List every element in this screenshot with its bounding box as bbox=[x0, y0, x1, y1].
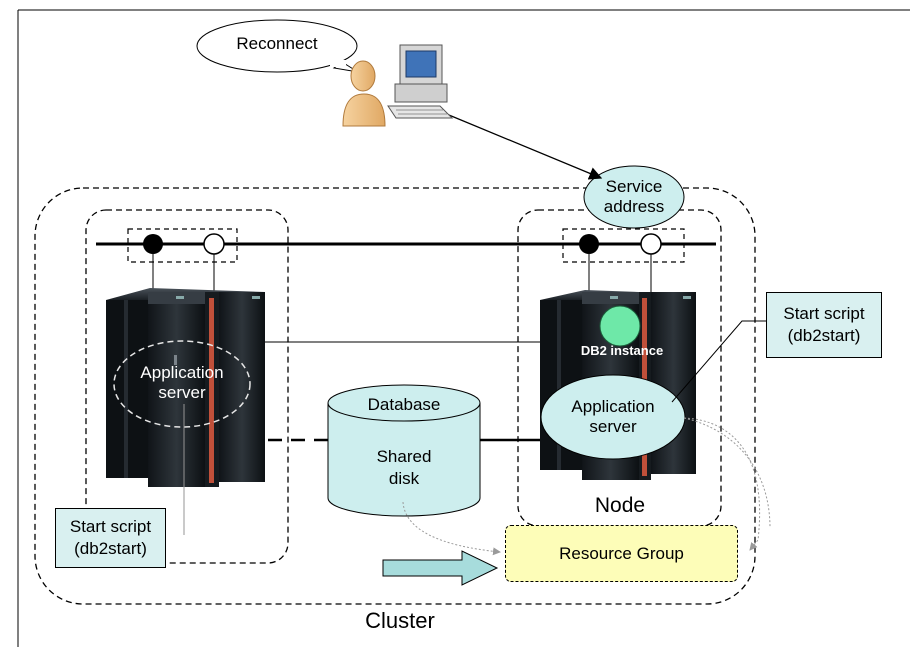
db2-instance-label: DB2 instance bbox=[580, 343, 664, 358]
app-to-rg-arrow-2 bbox=[683, 417, 771, 529]
service-address-line2: address bbox=[603, 196, 665, 216]
right-standby-adapter bbox=[640, 233, 662, 255]
disk-to-rg-arrow bbox=[402, 501, 501, 556]
shared-disk-label: Shared disk bbox=[334, 446, 474, 490]
right-app-server-ellipse bbox=[540, 374, 686, 460]
resource-group-label: Resource Group bbox=[559, 543, 684, 563]
user-icon bbox=[342, 60, 386, 127]
left-app-server-line2: server bbox=[158, 382, 206, 402]
right-start-script-line2: (db2start) bbox=[787, 326, 861, 345]
right-primary-adapter bbox=[579, 234, 599, 254]
shared-disk-cylinder bbox=[327, 384, 481, 517]
right-app-server-line1: Application bbox=[571, 397, 655, 416]
reconnect-label: Reconnect bbox=[236, 34, 318, 53]
client-connection-arrow bbox=[431, 107, 603, 180]
cluster-label: Cluster bbox=[365, 608, 435, 633]
left-start-script-line2: (db2start) bbox=[74, 539, 147, 558]
left-server-icon bbox=[106, 288, 265, 487]
left-standby-adapter bbox=[203, 233, 225, 255]
left-start-script-line1: Start script bbox=[69, 516, 152, 536]
left-node-boundary bbox=[85, 209, 289, 564]
database-label: Database bbox=[367, 395, 441, 414]
service-address-ellipse bbox=[583, 165, 685, 229]
left-start-script-box: Start script (db2start) bbox=[55, 508, 166, 568]
right-app-server-label: Application server bbox=[545, 397, 681, 436]
resource-group-box: Resource Group bbox=[505, 525, 738, 582]
left-app-server-ellipse bbox=[113, 340, 251, 428]
left-app-server-label: Application server bbox=[114, 363, 250, 402]
left-app-server-line1: Application bbox=[140, 363, 224, 382]
right-script-connector bbox=[671, 320, 766, 403]
failover-arrow bbox=[382, 550, 499, 586]
cluster-boundary bbox=[34, 187, 756, 605]
shared-disk-line2: disk bbox=[388, 469, 420, 489]
db2-instance-marker bbox=[599, 305, 641, 347]
service-address-label: Service address bbox=[588, 177, 680, 216]
computer-icon bbox=[387, 44, 454, 119]
service-address-line1: Service bbox=[605, 177, 663, 196]
shared-disk-line1: Shared bbox=[376, 447, 432, 466]
node-label: Node bbox=[594, 494, 646, 517]
left-primary-adapter bbox=[143, 234, 163, 254]
right-start-script-box: Start script (db2start) bbox=[766, 292, 882, 358]
right-start-script-line1: Start script bbox=[783, 303, 865, 323]
app-to-rg-arrow bbox=[683, 417, 760, 551]
left-adapter-group bbox=[127, 228, 238, 263]
right-app-server-line2: server bbox=[589, 416, 637, 436]
